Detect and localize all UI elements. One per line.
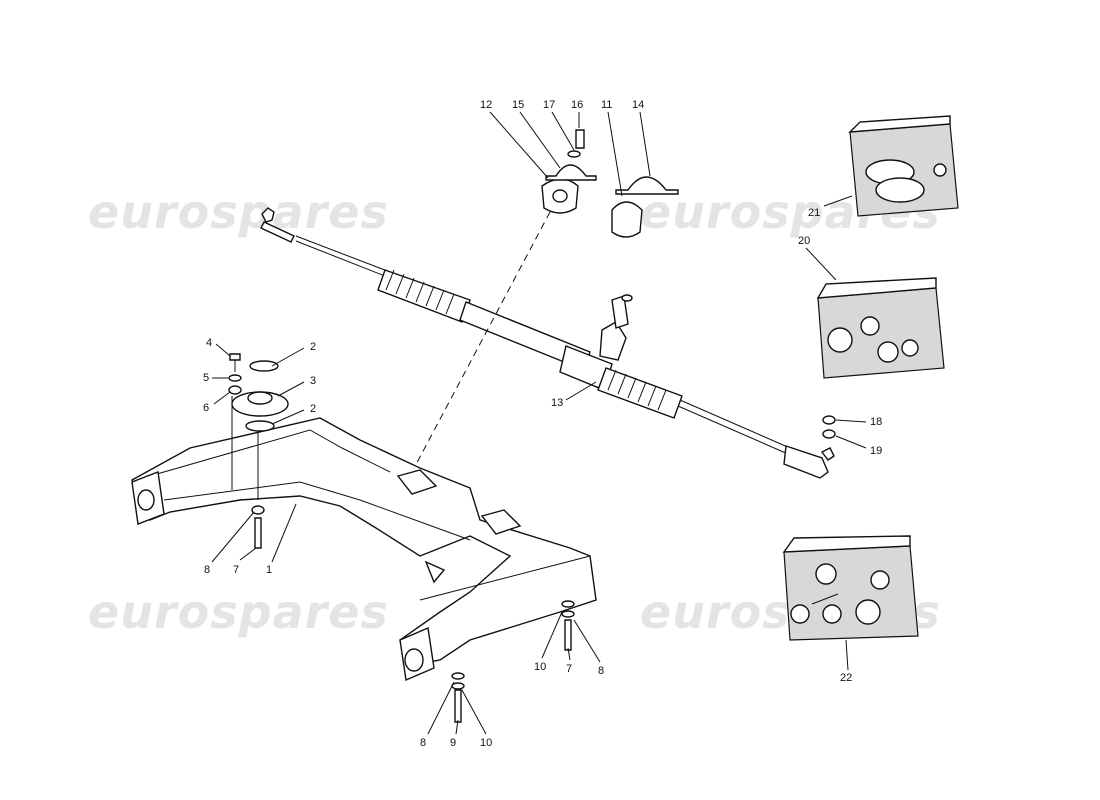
callout-17: 17 bbox=[543, 99, 555, 111]
steering-rack bbox=[260, 207, 835, 479]
rack-mount-clamps bbox=[411, 129, 679, 473]
callout-4: 4 bbox=[206, 337, 212, 349]
kit-20 bbox=[816, 277, 945, 379]
kit-21 bbox=[848, 115, 959, 217]
callout-19: 19 bbox=[870, 445, 882, 457]
washers-18-19 bbox=[822, 415, 836, 439]
callout-3: 3 bbox=[310, 375, 316, 387]
callout-9: 9 bbox=[450, 737, 456, 749]
leader-lines bbox=[211, 111, 867, 735]
callout-10-right: 10 bbox=[534, 661, 546, 673]
mount-dashed-line bbox=[411, 211, 551, 473]
callout-16: 16 bbox=[571, 99, 583, 111]
callout-8-bottom: 8 bbox=[420, 737, 426, 749]
left-tie-rod-end bbox=[261, 207, 275, 223]
callout-13: 13 bbox=[551, 397, 563, 409]
engine-mount bbox=[228, 353, 289, 549]
nut-6 bbox=[228, 385, 242, 395]
callout-7-right: 7 bbox=[566, 663, 572, 675]
watermark-top-left: eurospares bbox=[88, 185, 389, 239]
callout-2-lower: 2 bbox=[310, 403, 316, 415]
bolt-16 bbox=[575, 129, 585, 149]
washer-17 bbox=[567, 150, 581, 158]
callout-12: 12 bbox=[480, 99, 492, 111]
callout-10-bottom: 10 bbox=[480, 737, 492, 749]
washer-5 bbox=[228, 374, 242, 382]
callout-labels: 12 15 17 16 11 14 21 20 4 2 5 3 6 2 13 1… bbox=[203, 99, 882, 749]
rubber-bush-11 bbox=[611, 201, 643, 238]
subframe bbox=[131, 417, 597, 682]
subframe-bolts bbox=[451, 600, 575, 723]
callout-6: 6 bbox=[203, 402, 209, 414]
pad-2-lower bbox=[245, 420, 275, 432]
right-bellows bbox=[597, 367, 683, 419]
callout-2-upper: 2 bbox=[310, 341, 316, 353]
callout-14: 14 bbox=[632, 99, 644, 111]
callout-21: 21 bbox=[808, 207, 820, 219]
bolt-4 bbox=[229, 353, 241, 361]
right-tie-rod-end bbox=[783, 445, 829, 479]
callout-8-right: 8 bbox=[598, 665, 604, 677]
callout-11: 11 bbox=[601, 99, 612, 111]
callout-1: 1 bbox=[266, 564, 272, 576]
callout-5: 5 bbox=[203, 372, 209, 384]
clamp-14 bbox=[615, 176, 679, 195]
watermark-bottom-left: eurospares bbox=[88, 585, 389, 639]
callout-20: 20 bbox=[798, 235, 810, 247]
clamp-15 bbox=[545, 164, 597, 181]
callout-8-left: 8 bbox=[204, 564, 210, 576]
left-bellows bbox=[377, 269, 471, 323]
callout-15: 15 bbox=[512, 99, 524, 111]
callout-18: 18 bbox=[870, 416, 882, 428]
pinion-housing bbox=[559, 294, 633, 391]
kit-22 bbox=[782, 535, 919, 641]
callout-7-left: 7 bbox=[233, 564, 239, 576]
pad-2-upper bbox=[249, 360, 279, 372]
callout-22: 22 bbox=[840, 672, 852, 684]
